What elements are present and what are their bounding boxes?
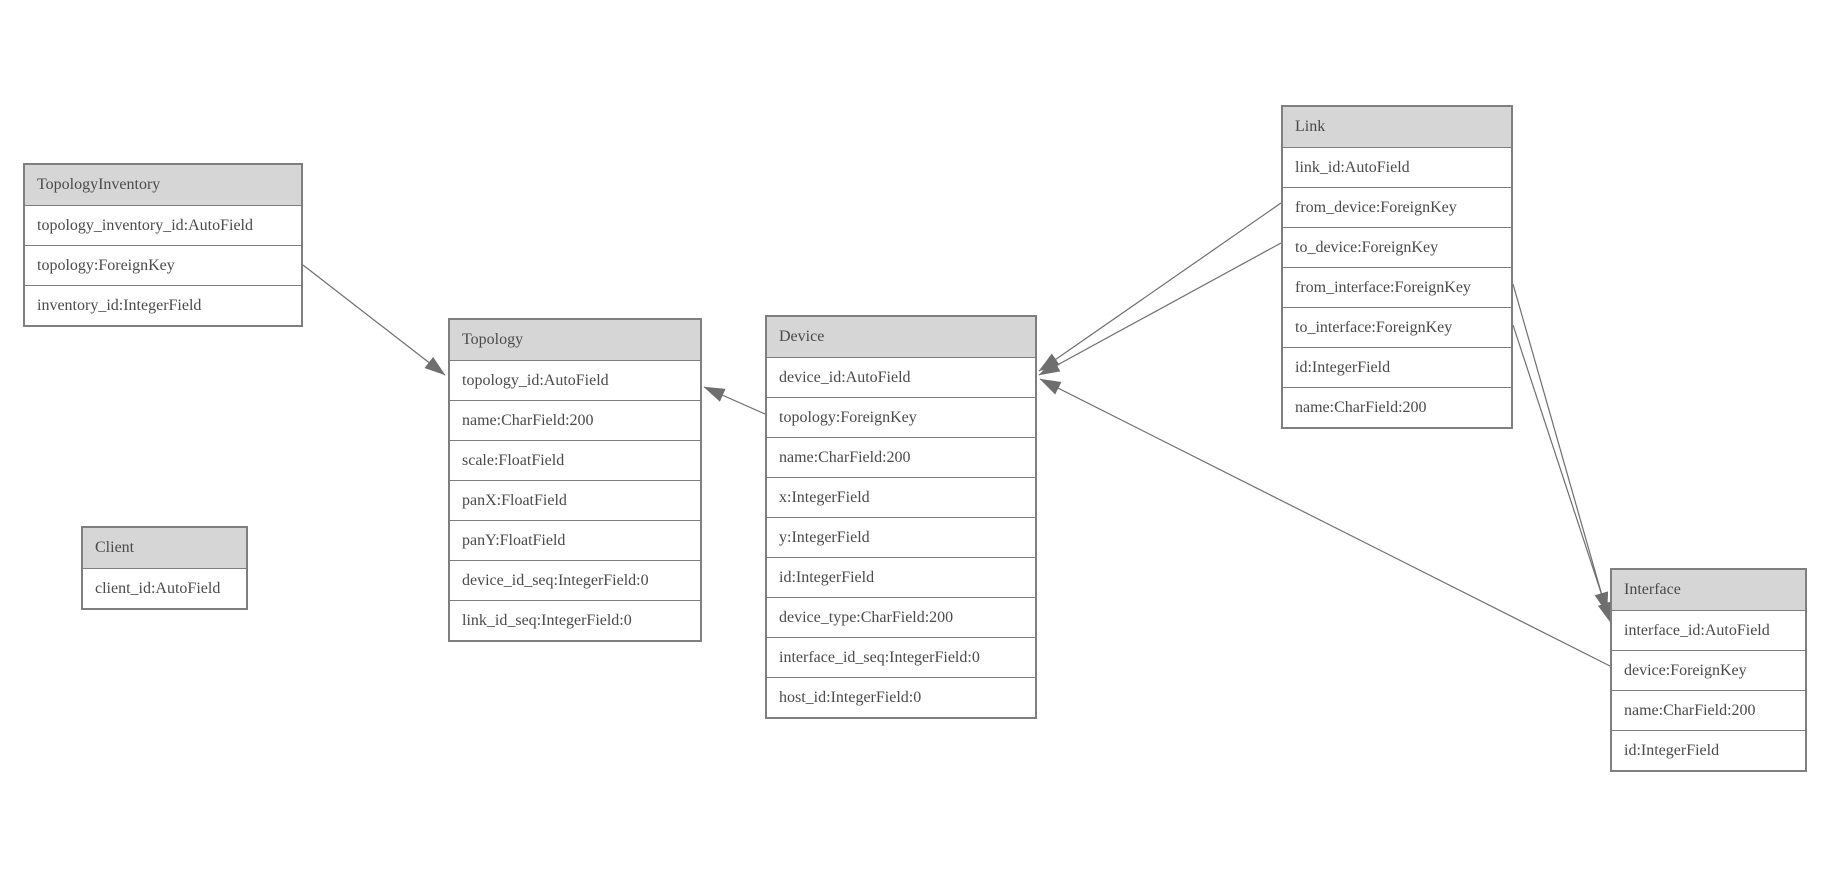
field-label: name:CharField:200	[779, 448, 911, 466]
entity-interface: Interface interface_id:AutoField device:…	[1610, 568, 1807, 772]
field-label: link_id:AutoField	[1295, 158, 1410, 176]
field-label: link_id_seq:IntegerField:0	[462, 611, 632, 629]
entity-title: Client	[95, 539, 135, 556]
field-row: x:IntegerField	[767, 477, 1035, 517]
field-row: to_device:ForeignKey	[1283, 227, 1511, 267]
field-row: device_id_seq:IntegerField:0	[450, 560, 700, 600]
field-label: to_device:ForeignKey	[1295, 238, 1439, 256]
field-row: panY:FloatField	[450, 520, 700, 560]
field-row: host_id:IntegerField:0	[767, 677, 1035, 717]
field-row: name:CharField:200	[767, 437, 1035, 477]
field-row: name:CharField:200	[1283, 387, 1511, 427]
field-label: y:IntegerField	[779, 528, 870, 546]
field-label: host_id:IntegerField:0	[779, 688, 922, 706]
field-row: interface_id_seq:IntegerField:0	[767, 637, 1035, 677]
field-label: x:IntegerField	[779, 488, 870, 506]
field-row: link_id:AutoField	[1283, 147, 1511, 187]
field-label: to_interface:ForeignKey	[1295, 318, 1453, 336]
entity-link-header: Link	[1283, 107, 1511, 147]
entity-device-header: Device	[767, 317, 1035, 357]
field-label: name:CharField:200	[1624, 701, 1756, 719]
entity-client: Client client_id:AutoField	[81, 526, 248, 610]
field-label: device_type:CharField:200	[779, 608, 954, 626]
field-row: y:IntegerField	[767, 517, 1035, 557]
field-row: name:CharField:200	[1612, 690, 1805, 730]
entity-title: Device	[779, 328, 825, 345]
field-row: device_id:AutoField	[767, 357, 1035, 397]
field-row: device_type:CharField:200	[767, 597, 1035, 637]
entity-topologyinventory: TopologyInventory topology_inventory_id:…	[23, 163, 303, 327]
field-label: interface_id_seq:IntegerField:0	[779, 648, 980, 666]
field-label: from_interface:ForeignKey	[1295, 278, 1471, 296]
field-label: topology:ForeignKey	[37, 256, 175, 274]
field-row: from_interface:ForeignKey	[1283, 267, 1511, 307]
entity-title: Topology	[462, 331, 524, 348]
entity-topology-header: Topology	[450, 320, 700, 360]
entity-interface-header: Interface	[1612, 570, 1805, 610]
field-label: scale:FloatField	[462, 451, 565, 469]
field-label: id:IntegerField	[1295, 358, 1391, 376]
field-row: topology:ForeignKey	[25, 245, 301, 285]
field-label: device_id_seq:IntegerField:0	[462, 571, 649, 589]
relation-link-todevice-device	[1038, 242, 1282, 376]
entity-device: Device device_id:AutoField topology:Fore…	[765, 315, 1037, 719]
field-row: to_interface:ForeignKey	[1283, 307, 1511, 347]
field-row: from_device:ForeignKey	[1283, 187, 1511, 227]
entity-title: Link	[1295, 118, 1326, 135]
entity-topologyinventory-header: TopologyInventory	[25, 165, 301, 205]
relation-interface-device	[1039, 378, 1611, 667]
field-label: panY:FloatField	[462, 531, 566, 549]
field-label: topology_inventory_id:AutoField	[37, 216, 253, 234]
field-label: name:CharField:200	[1295, 398, 1427, 416]
entity-title: TopologyInventory	[37, 176, 161, 193]
relation-device-topology	[703, 386, 766, 415]
field-row: topology_inventory_id:AutoField	[25, 205, 301, 245]
field-label: id:IntegerField	[779, 568, 875, 586]
field-row: interface_id:AutoField	[1612, 610, 1805, 650]
field-label: panX:FloatField	[462, 491, 567, 509]
field-label: topology:ForeignKey	[779, 408, 917, 426]
field-label: name:CharField:200	[462, 411, 594, 429]
field-row: panX:FloatField	[450, 480, 700, 520]
field-row: device:ForeignKey	[1612, 650, 1805, 690]
field-label: device:ForeignKey	[1624, 661, 1747, 679]
entity-link: Link link_id:AutoField from_device:Forei…	[1281, 105, 1513, 429]
entity-topology: Topology topology_id:AutoField name:Char…	[448, 318, 702, 642]
field-row: client_id:AutoField	[83, 568, 246, 608]
field-row: id:IntegerField	[1612, 730, 1805, 770]
relation-topologyinventory-topology	[302, 264, 446, 376]
field-label: inventory_id:IntegerField	[37, 296, 202, 314]
relation-link-frominterface-interface	[1512, 283, 1609, 614]
field-label: topology_id:AutoField	[462, 371, 609, 389]
entity-title: Interface	[1624, 581, 1681, 598]
field-label: id:IntegerField	[1624, 741, 1720, 759]
field-row: topology:ForeignKey	[767, 397, 1035, 437]
field-label: interface_id:AutoField	[1624, 621, 1770, 639]
relation-link-fromdevice-device	[1038, 202, 1282, 372]
field-row: topology_id:AutoField	[450, 360, 700, 400]
field-label: from_device:ForeignKey	[1295, 198, 1457, 216]
field-label: device_id:AutoField	[779, 368, 911, 386]
field-row: inventory_id:IntegerField	[25, 285, 301, 325]
field-row: name:CharField:200	[450, 400, 700, 440]
field-row: scale:FloatField	[450, 440, 700, 480]
field-row: id:IntegerField	[767, 557, 1035, 597]
field-label: client_id:AutoField	[95, 579, 221, 597]
field-row: id:IntegerField	[1283, 347, 1511, 387]
relation-link-tointerface-interface	[1512, 324, 1612, 624]
entity-client-header: Client	[83, 528, 246, 568]
field-row: link_id_seq:IntegerField:0	[450, 600, 700, 640]
